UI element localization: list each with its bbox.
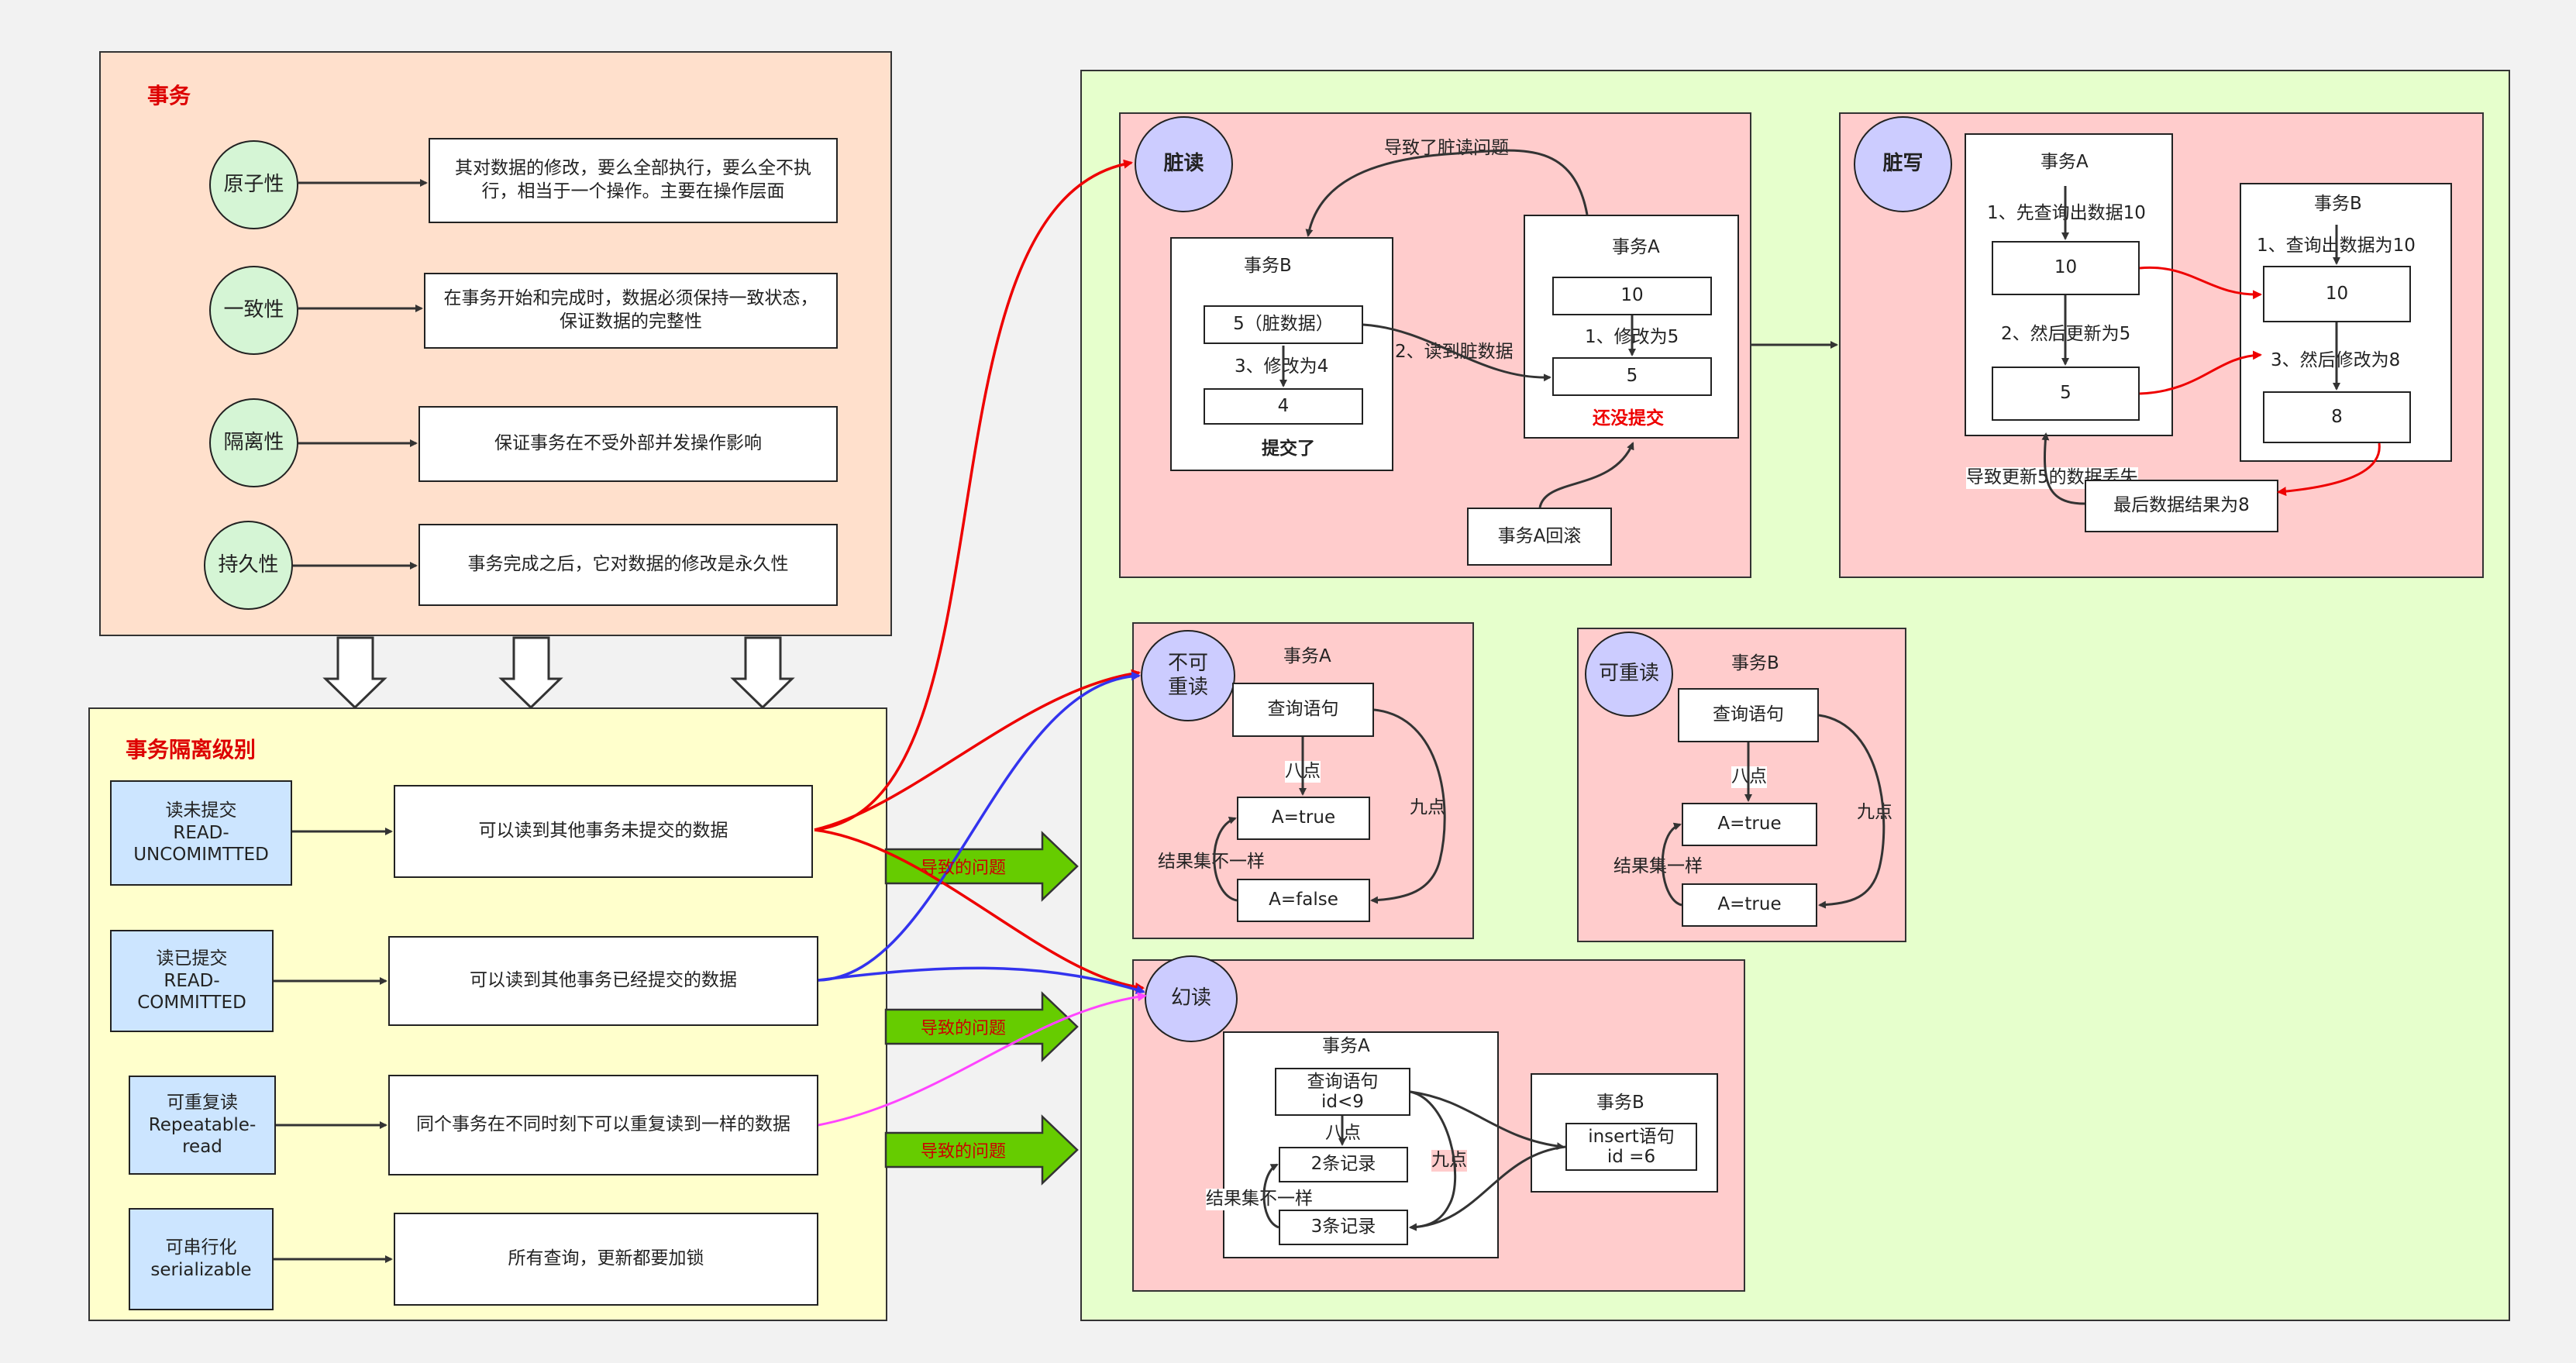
repeatable-r2: A=true [1682, 883, 1817, 927]
level-read-uncommitted-desc: 可以读到其他事务未提交的数据 [394, 785, 813, 878]
phantom-txA-title: 事务A [1322, 1036, 1370, 1056]
dirty-read-title: 脏读 [1135, 116, 1233, 212]
non-repeatable-diff: 结果集不一样 [1158, 852, 1265, 873]
level-read-uncommitted: 读未提交 READ- UNCOMIMTTED [110, 780, 292, 886]
level-serializable: 可串行化 serializable [129, 1208, 274, 1310]
phantom-txA-diff: 结果集不一样 [1206, 1189, 1313, 1210]
dirty-read-txA-v2: 5 [1552, 357, 1712, 396]
repeatable-t8: 八点 [1731, 766, 1767, 788]
level-serializable-desc: 所有查询，更新都要加锁 [394, 1213, 818, 1306]
acid-durability-desc: 事务完成之后，它对数据的修改是永久性 [418, 524, 838, 606]
acid-isolation: 隔离性 [209, 398, 298, 487]
dirty-read-rollback: 事务A回滚 [1467, 508, 1612, 566]
dirty-read-txB-title: 事务B [1244, 256, 1292, 276]
levels-title: 事务隔离级别 [126, 737, 257, 762]
dirty-write-txB-v2: 8 [2263, 391, 2411, 443]
level-repeatable-read-desc: 同个事务在不同时刻下可以重复读到一样的数据 [388, 1075, 818, 1175]
acid-title: 事务 [147, 83, 191, 108]
level-read-committed: 读已提交 READ- COMMITTED [110, 930, 274, 1032]
phantom-txA-r2: 3条记录 [1279, 1210, 1408, 1245]
dirty-write-txA-step1: 1、先查询出数据10 [1987, 203, 2146, 225]
acid-atomicity: 原子性 [209, 140, 298, 229]
non-repeatable-r1: A=true [1237, 797, 1370, 840]
phantom-txA-r1: 2条记录 [1279, 1147, 1408, 1182]
dirty-write-txA-v1: 10 [1992, 241, 2140, 295]
dirty-read-txB [1170, 237, 1393, 471]
repeatable-t9: 九点 [1857, 802, 1892, 824]
acid-durability: 持久性 [204, 521, 293, 610]
acid-atomicity-desc: 其对数据的修改，要么全部执行，要么全不执行，相当于一个操作。主要在操作层面 [429, 138, 838, 223]
dirty-write-txB-step2: 3、然后修改为8 [2271, 350, 2401, 372]
non-repeatable-t9: 九点 [1410, 797, 1445, 819]
dirty-read-txB-footer: 提交了 [1262, 439, 1315, 459]
repeatable-r1: A=true [1682, 803, 1817, 846]
dirty-write-txB-v1: 10 [2263, 266, 2411, 322]
acid-isolation-desc: 保证事务在不受外部并发操作影响 [418, 406, 838, 482]
dirty-read-txA-footer: 还没提交 [1593, 408, 1664, 429]
non-repeatable-tx: 事务A [1283, 646, 1331, 666]
acid-consistency-desc: 在事务开始和完成时，数据必须保持一致状态，保证数据的完整性 [424, 273, 838, 349]
dirty-read-txA-v1: 10 [1552, 277, 1712, 315]
phantom-title: 幻读 [1145, 955, 1238, 1042]
dirty-read-txB-step: 3、修改为4 [1235, 356, 1329, 377]
dirty-read-txB-v2: 4 [1204, 388, 1363, 425]
dirty-write-txA-title: 事务A [2040, 152, 2089, 172]
problem-arrow-label-3: 导致的问题 [920, 1142, 1006, 1162]
acid-consistency: 一致性 [209, 266, 298, 355]
problem-arrow-label-1: 导致的问题 [920, 859, 1006, 878]
dirty-read-read-label: 2、读到脏数据 [1395, 342, 1514, 363]
phantom-txB-title: 事务B [1596, 1093, 1644, 1113]
dirty-write-txB-title: 事务B [2314, 194, 2362, 214]
non-repeatable-r2: A=false [1237, 879, 1370, 922]
level-repeatable-read: 可重复读 Repeatable- read [129, 1076, 276, 1175]
dirty-read-txA-title: 事务A [1612, 237, 1660, 257]
dirty-write-result: 最后数据结果为8 [2085, 480, 2278, 532]
phantom-txA-query: 查询语句 id<9 [1275, 1068, 1410, 1116]
dirty-write-title: 脏写 [1854, 116, 1952, 212]
repeatable-tx: 事务B [1731, 653, 1779, 673]
repeatable-query: 查询语句 [1678, 688, 1819, 742]
repeatable-title: 可重读 [1585, 632, 1673, 717]
phantom-txA-t8: 八点 [1325, 1123, 1361, 1144]
non-repeatable-title: 不可重读 [1141, 630, 1235, 721]
non-repeatable-query: 查询语句 [1232, 683, 1374, 737]
level-read-committed-desc: 可以读到其他事务已经提交的数据 [388, 936, 818, 1026]
dirty-read-top-label: 导致了脏读问题 [1384, 138, 1509, 160]
problem-arrow-label-2: 导致的问题 [920, 1019, 1006, 1038]
dirty-read-txA-step: 1、修改为5 [1585, 327, 1679, 347]
dirty-write-txA-step2: 2、然后更新为5 [2001, 324, 2131, 346]
non-repeatable-t8: 八点 [1285, 761, 1321, 783]
repeatable-diff: 结果集一样 [1613, 856, 1703, 878]
dirty-read-txB-v1: 5（脏数据） [1204, 305, 1363, 344]
dirty-write-txB-step1: 1、查询出数据为10 [2257, 236, 2416, 257]
phantom-t9: 九点 [1431, 1150, 1467, 1172]
dirty-write-txA-v2: 5 [1992, 367, 2140, 421]
phantom-txB-insert: insert语句 id =6 [1565, 1123, 1697, 1171]
